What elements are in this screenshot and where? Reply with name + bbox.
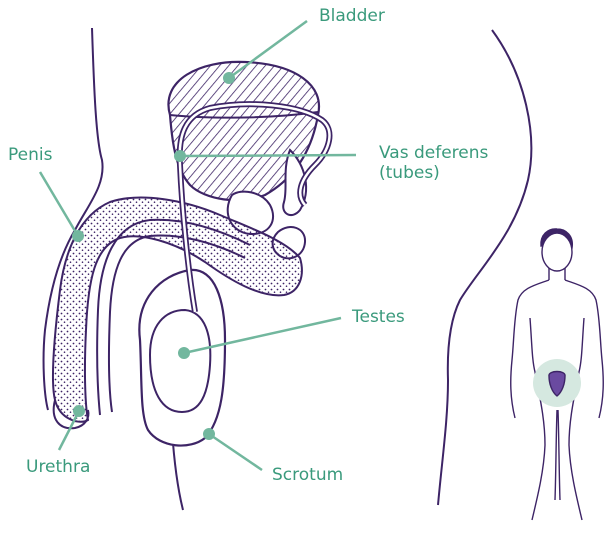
body-back-outline bbox=[438, 30, 531, 505]
vas-deferens-note: (tubes) bbox=[379, 163, 440, 183]
figure-head bbox=[542, 233, 572, 271]
bladder-label: Bladder bbox=[319, 6, 385, 26]
testes-marker-dot bbox=[178, 347, 190, 359]
testes-label: Testes bbox=[352, 307, 405, 327]
bladder-marker-dot bbox=[223, 72, 235, 84]
vas-deferens-marker-dot bbox=[174, 150, 186, 162]
vas-deferens-label: Vas deferens bbox=[379, 143, 488, 163]
scrotum-label: Scrotum bbox=[272, 465, 343, 485]
testis bbox=[150, 310, 210, 412]
penis-marker-dot bbox=[72, 230, 84, 242]
urethra-marker-dot bbox=[73, 405, 85, 417]
penis-label: Penis bbox=[8, 145, 52, 165]
scrotum-leader-line bbox=[209, 434, 262, 470]
urethra-label: Urethra bbox=[26, 457, 90, 477]
scrotum-marker-dot bbox=[203, 428, 215, 440]
vas-deferens-leader-line bbox=[180, 155, 356, 156]
penis-leader-line bbox=[40, 172, 78, 236]
full-body-figure bbox=[511, 229, 603, 520]
